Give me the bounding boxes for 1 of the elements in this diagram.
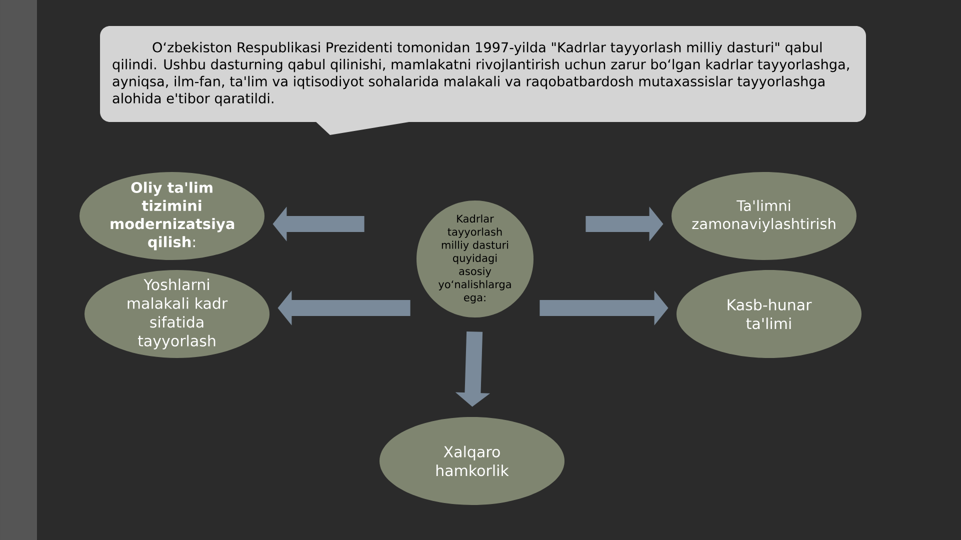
callout-box: O‘zbekiston Respublikasi Prezidenti tomonidan 1997-yilda "Kadrlar tayyorlash milliy dasturi" qabul qilindi. Ushbu dasturning qabul qilinishi, mamlakatni rivojlantirish uchun zarur bo‘lgan kadrlar tayyorlashga, ayniqsa, ilm-fan, ta'lim va iqtisodiyot sohalarida malakali va raqobatbardosh mutaxassislar tayyorlashga alohida e'tibor qaratildi.: [100, 26, 866, 135]
